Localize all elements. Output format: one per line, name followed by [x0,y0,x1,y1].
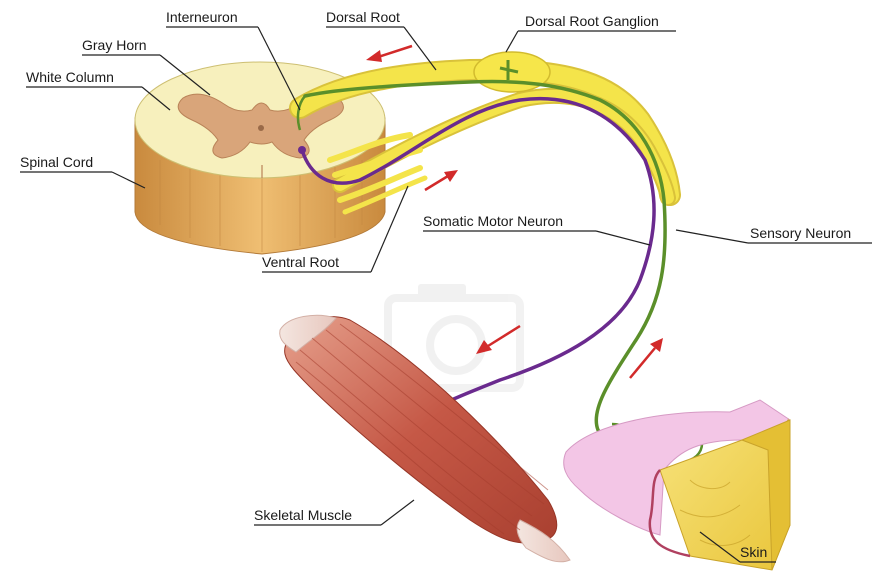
arrow-ventral [425,170,458,190]
label-dorsal-root-ganglion: Dorsal Root Ganglion [525,13,659,29]
label-ventral-root: Ventral Root [262,254,339,270]
label-gray-horn: Gray Horn [82,37,147,53]
label-skeletal-muscle: Skeletal Muscle [254,507,352,523]
label-white-column: White Column [26,69,114,85]
label-somatic-motor-neuron: Somatic Motor Neuron [423,213,563,229]
arrow-dorsal [366,46,412,62]
label-sensory-neuron: Sensory Neuron [750,225,851,241]
label-skin: Skin [740,544,767,560]
label-spinal-cord: Spinal Cord [20,154,93,170]
label-dorsal-root: Dorsal Root [326,9,400,25]
label-interneuron: Interneuron [166,9,238,25]
